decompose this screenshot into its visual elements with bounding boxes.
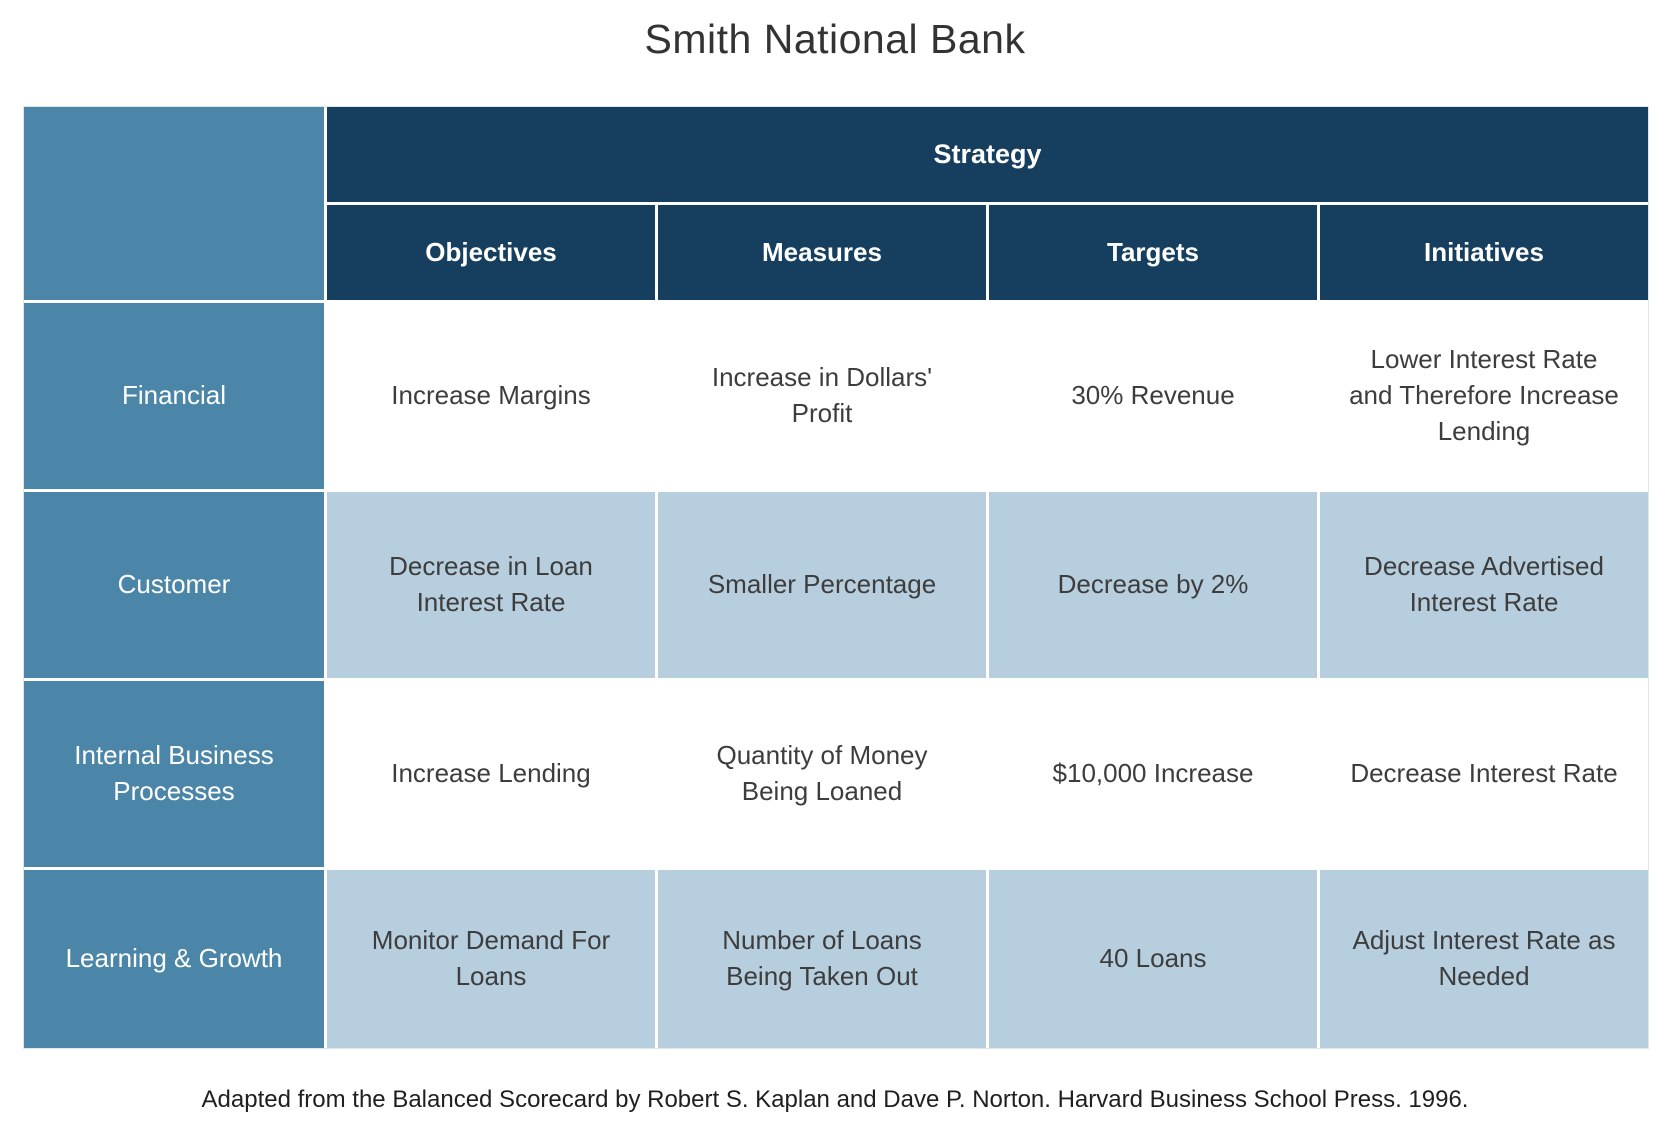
cell-financial-measures: Increase in Dollars' Profit [658, 303, 986, 489]
cell-customer-initiatives: Decrease Advertised Interest Rate [1320, 492, 1648, 678]
cell-learning-objectives: Monitor Demand For Loans [327, 870, 655, 1048]
row-label-financial: Financial [24, 303, 324, 489]
cell-financial-initiatives: Lower Interest Rate and Therefore Increa… [1320, 303, 1648, 489]
cell-financial-objectives: Increase Margins [327, 303, 655, 489]
page-title: Smith National Bank [644, 16, 1026, 62]
cell-learning-initiatives: Adjust Interest Rate as Needed [1320, 870, 1648, 1048]
cell-customer-targets: Decrease by 2% [989, 492, 1317, 678]
cell-customer-measures: Smaller Percentage [658, 492, 986, 678]
cell-internal-targets: $10,000 Increase [989, 681, 1317, 867]
column-header-initiatives: Initiatives [1320, 205, 1648, 300]
cell-learning-targets: 40 Loans [989, 870, 1317, 1048]
cell-financial-targets: 30% Revenue [989, 303, 1317, 489]
corner-cell [24, 107, 324, 300]
cell-internal-objectives: Increase Lending [327, 681, 655, 867]
cell-learning-measures: Number of Loans Being Taken Out [658, 870, 986, 1048]
cell-internal-initiatives: Decrease Interest Rate [1320, 681, 1648, 867]
column-header-targets: Targets [989, 205, 1317, 300]
attribution-text: Adapted from the Balanced Scorecard by R… [201, 1086, 1469, 1113]
cell-internal-measures: Quantity of Money Being Loaned [658, 681, 986, 867]
cell-customer-objectives: Decrease in Loan Interest Rate [327, 492, 655, 678]
row-label-learning-growth: Learning & Growth [24, 870, 324, 1048]
column-header-measures: Measures [658, 205, 986, 300]
balanced-scorecard-table: Strategy Objectives Measures Targets Ini… [23, 106, 1649, 1049]
column-header-objectives: Objectives [327, 205, 655, 300]
strategy-group-header: Strategy [327, 107, 1648, 202]
row-label-internal-business-processes: Internal Business Processes [24, 681, 324, 867]
row-label-customer: Customer [24, 492, 324, 678]
